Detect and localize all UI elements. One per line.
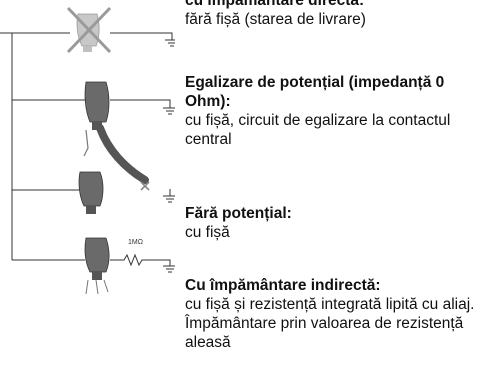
ground-symbol-icon <box>110 32 175 47</box>
ground-symbol-icon <box>163 189 175 203</box>
item-potential-equalization: Egalizare de potențial (impedanță 0 Ohm)… <box>185 73 485 149</box>
bus-lines <box>0 32 85 261</box>
item-description: fără fișă (starea de livrare) <box>185 11 366 28</box>
item-heading: Fără potențial: <box>185 205 292 222</box>
item-description: cu fișă și rezistență integrată lipită c… <box>185 296 475 351</box>
plug-icon <box>84 237 110 295</box>
ground-symbol-icon <box>110 99 175 115</box>
item-description: cu fișă <box>185 224 230 241</box>
item-heading: cu împământare directă: <box>185 0 365 9</box>
item-floating: Fără potențial: cu fișă <box>185 204 485 242</box>
item-heading: Cu împământare indirectă: <box>185 277 381 294</box>
cross-mark-icon <box>66 6 112 54</box>
cable-icon <box>83 124 149 184</box>
plug-icon <box>78 171 104 214</box>
item-indirect-ground: Cu împământare indirectă: cu fișă și rez… <box>185 276 485 352</box>
item-description: cu fișă, circuit de egalizare la contact… <box>185 112 451 148</box>
resistor-label: 1MΩ <box>128 239 143 246</box>
ground-symbol-icon <box>158 259 175 273</box>
plug-icon <box>84 81 110 130</box>
resistor-icon <box>110 253 158 267</box>
item-heading: Egalizare de potențial (impedanță 0 Ohm)… <box>185 74 445 110</box>
cross-mark-icon <box>140 181 150 191</box>
item-direct-ground: cu împământare directă: fără fișă (stare… <box>185 0 485 29</box>
connection-diagram: 1MΩ <box>0 6 175 295</box>
